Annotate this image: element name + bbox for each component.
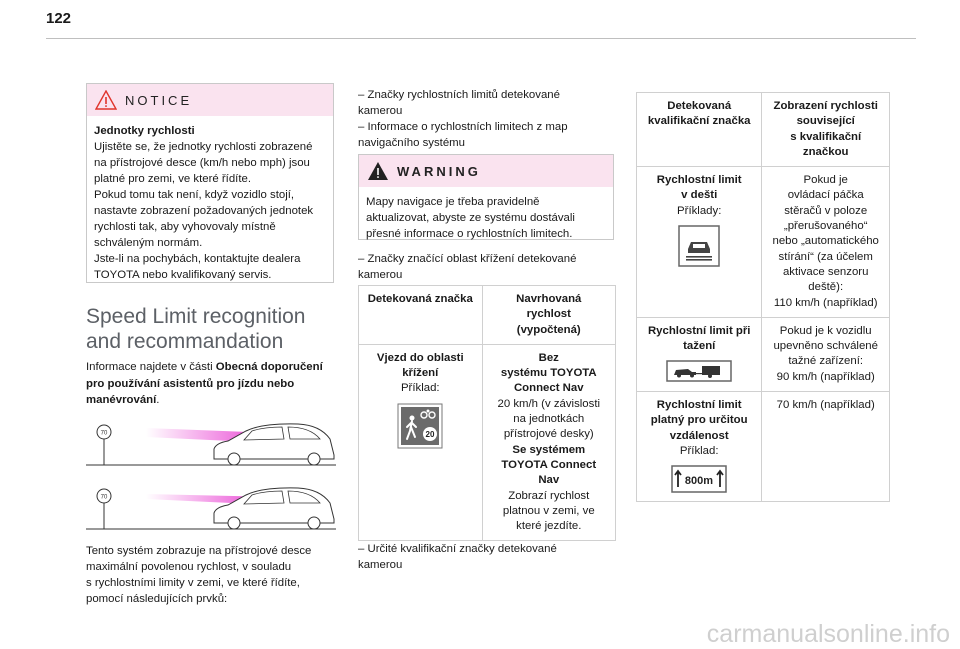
notice-body: Jednotky rychlosti Ujistěte se, že jedno… [87, 116, 333, 283]
notice-header: NOTICE [87, 84, 333, 116]
table-cell: Bez systému TOYOTA Connect Nav 20 km/h (… [481, 343, 617, 542]
notice-line: nastavte zobrazení požadovaných jednotek [94, 205, 314, 217]
table-cell: Rychlostní limit v dešti Příklady: [635, 166, 763, 318]
table-header-cell: Zobrazení rychlosti související s kvalif… [761, 91, 890, 168]
list-item: kamerou [358, 105, 403, 117]
table-header-cell: Detekovaná značka [358, 285, 483, 345]
crossing-sign-table: Detekovaná značka Navrhovaná rychlost (v… [358, 285, 617, 542]
table-row: Vjezd do oblasti křížení Příklad: 20 Bez… [358, 343, 617, 542]
list-item: navigačního systému [358, 137, 466, 149]
table-row: Rychlostní limit v dešti Příklady: Pokud… [635, 166, 890, 318]
table-row: Rychlostní limit platný pro určitou vzdá… [635, 391, 890, 503]
notice-line: Jste-li na pochybách, kontaktujte dealer… [94, 253, 301, 265]
distance-sign-text: 800m [685, 475, 713, 487]
table-header-cell: Navrhovaná rychlost (vypočtená) [481, 285, 617, 345]
qualifier-sign-table: Detekovaná kvalifikační značka Zobrazení… [635, 91, 890, 503]
table-row: Rychlostní limit při tažení Pokud je k v… [635, 316, 890, 393]
notice-line: TOYOTA nebo kvalifikovaný servis. [94, 269, 272, 281]
intro-link-text: Obecná doporučení pro používání asistent… [86, 361, 323, 406]
top-divider [46, 38, 916, 39]
notice-box: NOTICE Jednotky rychlosti Ujistěte se, ž… [86, 83, 334, 283]
notice-line: na přístrojové desce (km/h nebo mph) jso… [94, 157, 310, 169]
warning-line: Mapy navigace je třeba pravidelně [366, 196, 540, 208]
notice-title: NOTICE [125, 92, 193, 108]
camera-detection-illustration: 70 [86, 423, 336, 466]
warning-triangle-icon [95, 90, 117, 110]
source-list-top: – Značky rychlostních limitů detekované … [358, 87, 614, 151]
page-number: 122 [46, 10, 72, 27]
watermark: carmanualsonline.info [706, 620, 950, 648]
warning-title: WARNING [397, 163, 481, 179]
table-header-row: Detekovaná kvalifikační značka Zobrazení… [635, 91, 890, 168]
description-line: pomocí následujících prvků: [86, 593, 228, 605]
list-item: – Informace o rychlostních limitech z ma… [358, 121, 568, 133]
table-cell: 70 km/h (například) [761, 391, 890, 503]
notice-line: rychlosti tak, aby vyhovovaly místně [94, 221, 276, 233]
source-list-mid: – Značky značící oblast křížení detekova… [358, 251, 614, 283]
table-cell: Pokud je k vozidlu upevněno schválené ta… [761, 316, 890, 393]
warning-header: WARNING [359, 155, 613, 187]
table-cell: Rychlostní limit při tažení [635, 316, 763, 393]
intro-paragraph: Informace najdete v části Obecná doporuč… [86, 359, 336, 409]
pedestrian-zone-sign-icon: 20 [397, 403, 443, 449]
notice-heading: Jednotky rychlosti [94, 125, 195, 137]
notice-line: Ujistěte se, že jednotky rychlosti zobra… [94, 141, 313, 153]
list-item: – Určité kvalifikační značky detekované [358, 543, 557, 555]
list-item: – Značky rychlostních limitů detekované [358, 89, 560, 101]
warning-body: Mapy navigace je třeba pravidelně aktual… [359, 187, 613, 242]
source-list-bottom: – Určité kvalifikační značky detekované … [358, 541, 614, 573]
towing-sign-icon [666, 360, 732, 383]
list-item: kamerou [358, 559, 403, 571]
warning-triangle-icon [368, 162, 388, 180]
table-header-row: Detekovaná značka Navrhovaná rychlost (v… [358, 285, 617, 345]
notice-line: Pokud tomu tak není, když vozidlo stojí, [94, 189, 295, 201]
speed-sign-label: 70 [101, 430, 108, 436]
table-cell: Pokud je ovládací páčka stěračů v poloze… [761, 166, 890, 318]
warning-line: přesné informace o rychlostních limitech… [366, 228, 573, 240]
list-item: kamerou [358, 269, 403, 281]
distance-sign-icon: 800m [671, 465, 727, 493]
description-line: Tento systém zobrazuje na přístrojové de… [86, 545, 312, 557]
section-title-line: Speed Limit recognition [86, 305, 306, 328]
intro-suffix: . [156, 394, 160, 406]
notice-line: platné pro zemi, ve které řídíte. [94, 173, 252, 185]
intro-text: Informace najdete v části [86, 361, 216, 373]
navigation-data-illustration: 70 [86, 487, 336, 530]
notice-line: schváleným normám. [94, 237, 203, 249]
description-line: s rychlostními limity v zemi, ve které ř… [86, 577, 300, 589]
list-item: – Značky značící oblast křížení detekova… [358, 253, 577, 265]
section-title-line: and recommandation [86, 330, 284, 353]
table-header-cell: Detekovaná kvalifikační značka [635, 91, 763, 168]
sign-number: 20 [426, 430, 435, 439]
system-description: Tento systém zobrazuje na přístrojové de… [86, 543, 336, 607]
warning-box: WARNING Mapy navigace je třeba pravideln… [358, 154, 614, 240]
table-cell: Rychlostní limit platný pro určitou vzdá… [635, 391, 763, 503]
table-cell: Vjezd do oblasti křížení Příklad: 20 [358, 343, 483, 542]
section-title: Speed Limit recognition and recommandati… [86, 304, 305, 354]
rain-sign-icon [678, 225, 720, 267]
description-line: maximální povolenou rychlost, v souladu [86, 561, 292, 573]
warning-line: aktualizovat, abyste ze systému dostával… [366, 212, 575, 224]
speed-sign-label: 70 [101, 494, 108, 500]
